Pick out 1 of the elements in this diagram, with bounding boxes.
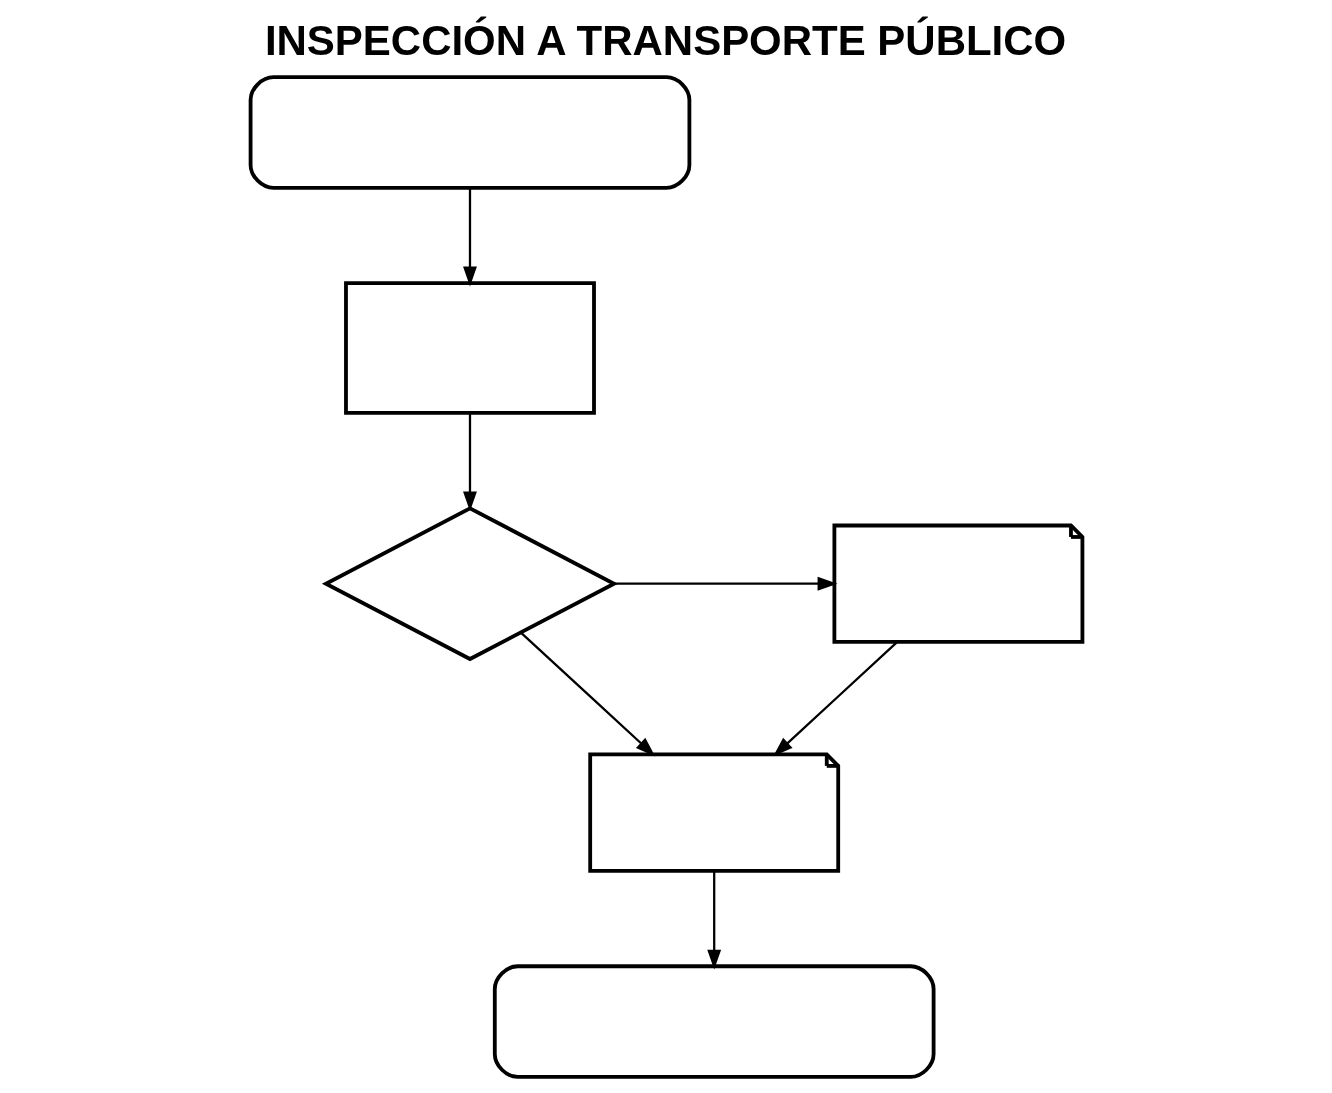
diagram-title: INSPECCIÓN A TRANSPORTE PÚBLICO [264, 17, 1066, 65]
